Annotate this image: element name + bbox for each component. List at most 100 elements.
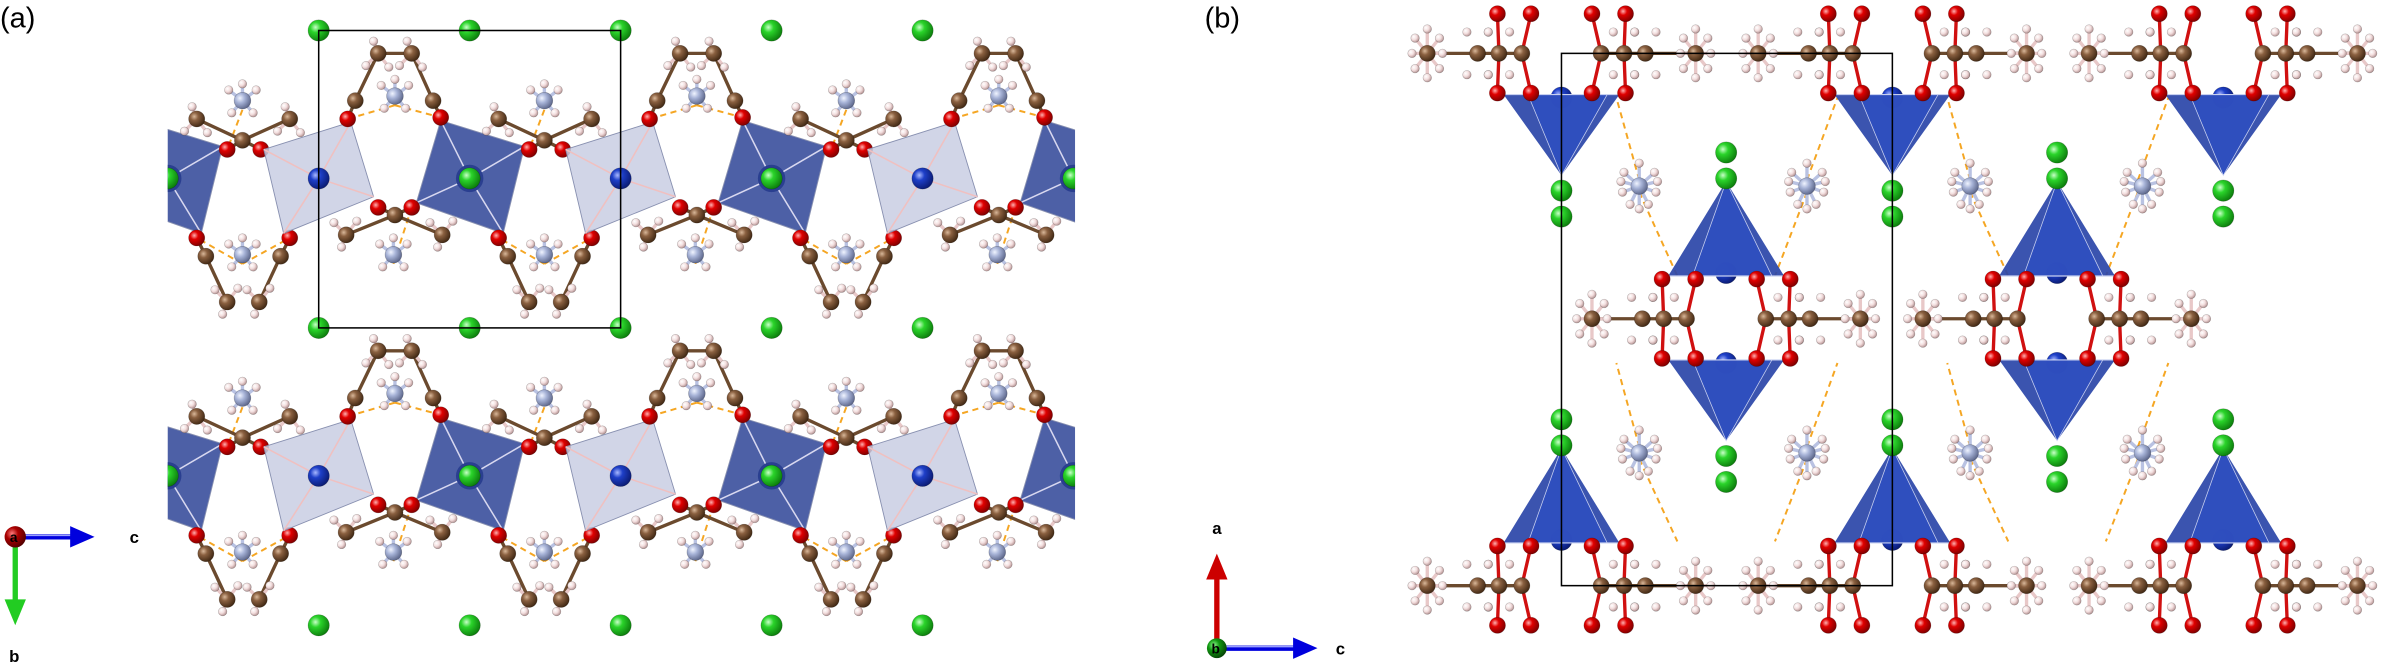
chlorine-atom [2046,445,2069,467]
oxygen-atom [1819,537,1837,555]
coordination-bond [167,474,169,476]
hydrogen-atom [1651,27,1661,37]
bond [82,393,93,405]
hydrogen-atom [814,285,824,295]
oxygen-atom [2245,616,2263,634]
hydrogen-atom [2198,329,2209,339]
hydrogen-atom [1787,434,1797,444]
chain-motif [1572,141,1881,493]
hydrogen-atom [1678,596,1689,606]
nitrogen-atom [85,88,102,105]
carbon-atom [403,342,421,360]
hydrogen-atom [855,536,865,546]
hydrogen-atom [251,239,261,249]
hydrogen-atom [2166,602,2176,612]
hydrogen-atom [227,262,237,272]
hydrogen-atom [1052,216,1062,226]
hydrogen-atom [2337,581,2347,591]
hydrogen-atom [1156,310,1165,319]
hydrogen-atom [1773,292,1783,302]
carbon-atom [1967,44,1985,62]
hydrogen-atom [552,606,562,617]
hydrogen-atom [2034,565,2044,575]
hydrogen-atom [1155,560,1164,569]
hydrogen-atom [101,240,110,249]
carbon-atom [535,131,553,149]
hydrogen-atom [791,399,801,409]
coordination-bond [167,475,169,477]
coordination-bond [17,122,49,178]
carbon-atom [574,247,591,265]
hydrogen-atom [638,539,649,550]
bond [353,51,380,103]
carbon-atom [735,226,753,244]
hydrogen-atom [982,559,992,569]
hydrogen-bond-dashed [1133,110,1148,150]
hydrogen-atom [821,606,832,617]
hydrogen-atom [567,283,577,293]
hydrogen-bond-dashed [800,237,847,265]
oxygen-atom [38,111,54,127]
carbon-atom [1633,310,1651,328]
bond [1148,398,1159,410]
oxygen-atom [2278,84,2296,102]
hydrogen-atom [1811,199,1821,209]
hydrogen-atom [1678,565,1689,575]
carbon-atom [2298,577,2316,595]
carbon-atom [648,92,666,110]
hydrogen-bond-dashed [498,237,545,265]
unit-cell-outline [1560,52,1894,587]
hydrogen-atom [2153,434,2163,444]
hydrogen-atom [375,536,385,546]
oxygen-atom [973,199,991,216]
hydrogen-atom [1703,64,1713,74]
hydrogen-atom [1974,199,1984,209]
oxygen-atom [671,199,689,216]
hydrogen-atom [1651,187,1661,197]
hydrogen-atom [1599,329,1609,339]
hydrogen-atom [678,378,688,388]
bond [1121,290,1133,302]
hydrogen-atom [1814,70,1824,80]
hydrogen-atom [1703,596,1713,606]
bond [711,349,737,400]
hydrogen-atom [529,108,539,118]
hydrogen-atom [1608,70,1618,80]
hydrogen-atom [237,376,248,386]
hydrogen-atom [394,358,405,368]
hydrogen-atom [2365,64,2375,74]
nitrogen-atom [688,384,706,403]
hydrogen-atom [2340,596,2350,606]
hydrogen-atom [719,359,729,370]
oxygen-atom [1819,84,1837,102]
oxygen-atom [1489,537,1506,555]
bond [1121,587,1133,599]
carbon-atom [854,590,872,608]
bond [44,519,55,533]
hydrogen-atom [224,239,234,249]
hydrogen-atom [28,218,37,227]
hydrogen-atom [2121,454,2131,464]
hydrogen-atom [1021,62,1031,72]
bond [76,207,93,215]
bond [1112,554,1133,600]
nitrogen-atom [990,87,1008,105]
panel-a-label: (a) [0,2,35,34]
oxygen-atom [1036,406,1053,424]
carbon-atom [1187,111,1203,127]
oxygen-atom [1007,496,1024,514]
coordination-bond [167,176,169,179]
hydrogen-atom [978,536,989,546]
hydrogen-atom [78,401,87,410]
hydrogen-atom [663,61,673,71]
hydrogen-atom [1948,454,1958,464]
carbon-atom [45,93,61,109]
hydrogen-atom [147,217,156,226]
hydrogen-atom [2291,602,2302,612]
oxygen-atom [2150,537,2168,555]
hydrogen-atom [972,36,983,46]
chlorine-atom [760,316,783,339]
hydrogen-atom [519,309,530,319]
oxygen-atom [822,141,840,158]
hydrogen-atom [855,239,865,249]
